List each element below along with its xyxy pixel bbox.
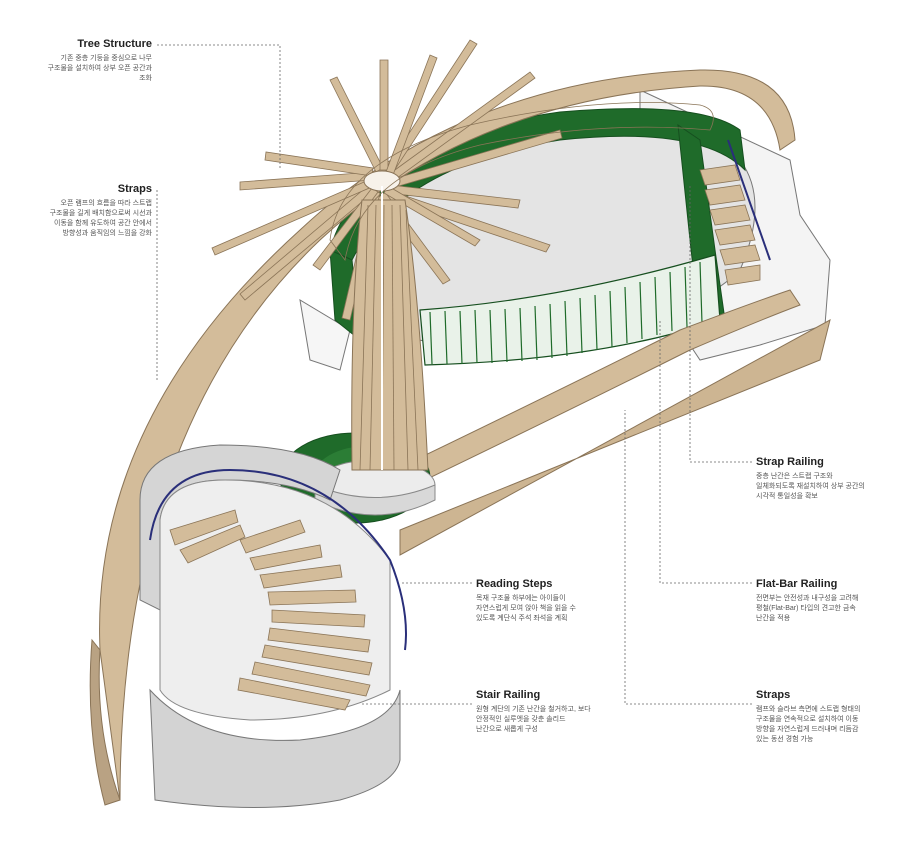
label-stair-railing: Stair Railing 원형 계단의 기존 난간을 철거하고, 보다 안정적… (476, 689, 646, 735)
label-strap-railing-desc: 중층 난간은 스트랩 구조와 일체화되도록 재설치하여 상부 공간의 시각적 통… (756, 473, 865, 500)
label-flat-bar-railing-title: Flat-Bar Railing (756, 578, 838, 590)
leader-tree-structure (157, 44, 281, 170)
label-stair-railing-desc: 원형 계단의 기존 난간을 철거하고, 보다 안정적인 실루엣을 갖춘 솔리드 … (476, 706, 591, 733)
label-reading-steps-desc: 목재 구조물 하부에는 아이들이 자연스럽게 모여 앉아 책을 읽을 수 있도록… (476, 595, 576, 622)
label-straps-top: Straps 오픈 램프의 흐름을 따라 스트랩 구조물을 길게 배치함으로써 … (40, 183, 152, 239)
flat-bar-railing-bars (429, 261, 703, 365)
label-flat-bar-railing-desc: 전면부는 안전성과 내구성을 고려해 평철(Flat-Bar) 타입의 견고한 … (756, 595, 859, 622)
leader-flat-bar-railing (659, 320, 752, 584)
label-straps-bottom-title: Straps (756, 689, 791, 701)
label-straps-top-title: Straps (117, 183, 152, 195)
label-reading-steps: Reading Steps 목재 구조물 하부에는 아이들이 자연스럽게 모여 … (476, 578, 646, 624)
label-tree-structure: Tree Structure 기존 중층 기둥을 중심으로 나무 구조물을 설치… (40, 38, 152, 84)
label-stair-railing-title: Stair Railing (476, 689, 541, 701)
label-reading-steps-title: Reading Steps (476, 578, 553, 590)
upper-ring-strap (329, 102, 714, 261)
right-stair-handrail (727, 139, 771, 261)
leader-lines (156, 44, 752, 705)
right-staircase (699, 164, 761, 286)
tree-beams (211, 39, 563, 321)
label-flat-bar-railing: Flat-Bar Railing 전면부는 안전성과 내구성을 고려해 평철(F… (756, 578, 916, 624)
leader-strap-railing (689, 185, 752, 463)
label-strap-railing: Strap Railing 중층 난간은 스트랩 구조와 일체화되도록 재설치하… (756, 456, 916, 502)
spiral-stair-lower-wall (149, 688, 401, 808)
lower-slab-white (299, 299, 351, 371)
label-strap-railing-title: Strap Railing (756, 456, 824, 468)
tree-structure (211, 39, 563, 471)
label-tree-structure-title: Tree Structure (77, 38, 152, 50)
slab-side-strap (399, 319, 831, 556)
outer-strap-ramp (99, 69, 796, 801)
label-straps-top-desc: 오픈 램프의 흐름을 따라 스트랩 구조물을 길게 배치함으로써 시선과 이동을… (49, 200, 152, 237)
spiral-stair-handrail (149, 468, 407, 651)
label-straps-bottom: Straps 램프와 슬라브 측면에 스트랩 형태의 구조물을 연속적으로 설치… (756, 689, 916, 745)
leader-straps-bottom (624, 410, 752, 705)
spiral-stair-steps (169, 509, 373, 711)
label-straps-bottom-desc: 램프와 슬라브 측면에 스트랩 형태의 구조물을 연속적으로 설치하여 이동 방… (756, 706, 861, 743)
label-tree-structure-desc: 기존 중층 기둥을 중심으로 나무 구조물을 설치하여 상부 오픈 공간과 조화 (47, 55, 152, 82)
reading-steps-base (314, 484, 436, 516)
outer-strap-ramp-face (89, 638, 121, 806)
